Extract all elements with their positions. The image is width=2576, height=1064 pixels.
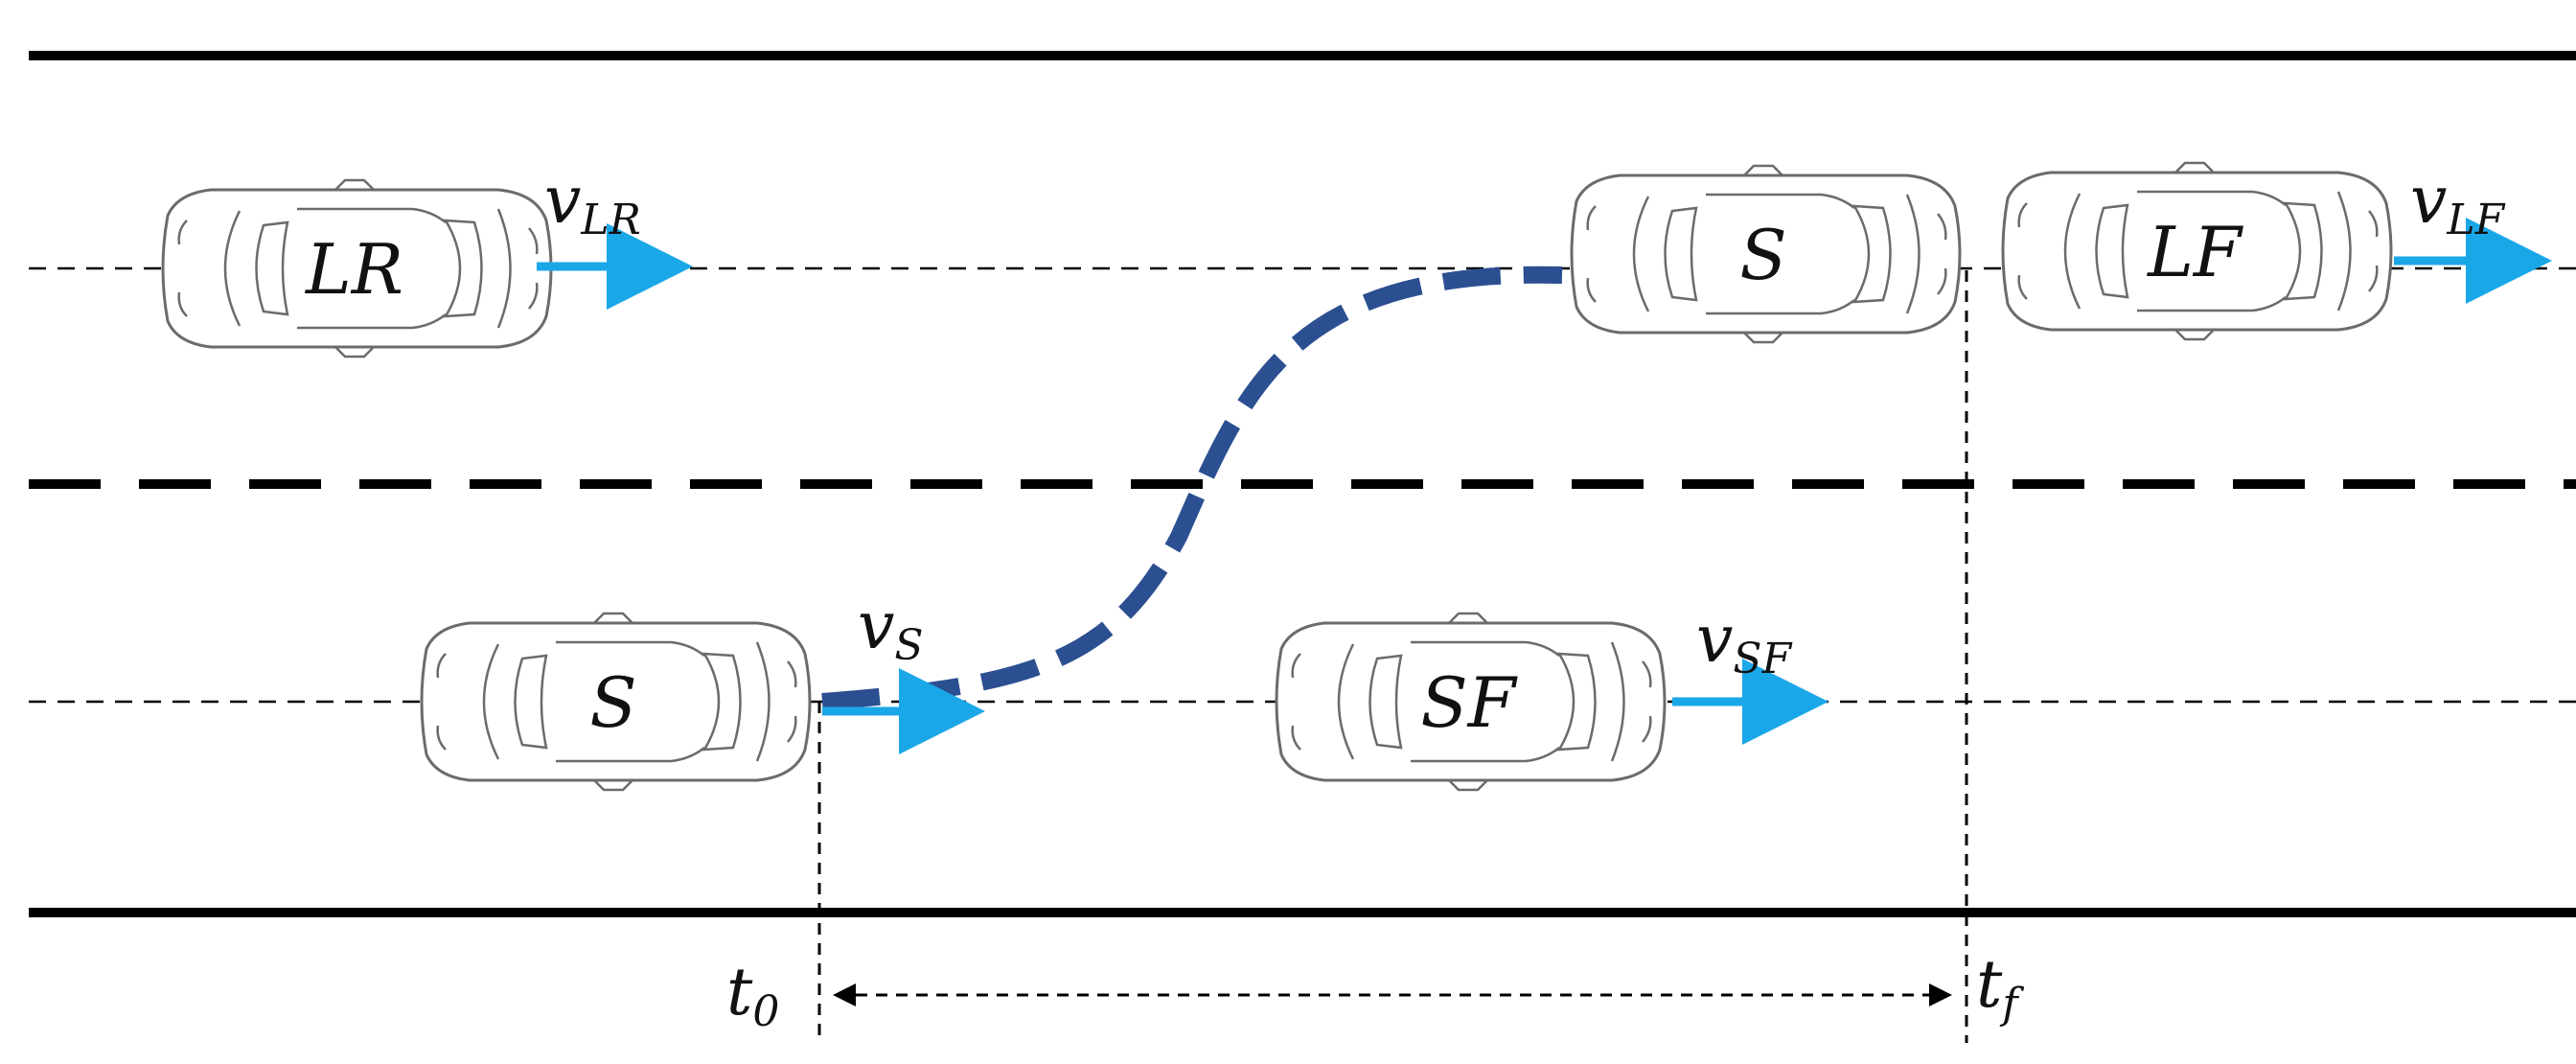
- lane-change-trajectory: [821, 266, 1563, 710]
- velocity-label-lr: vLR: [544, 163, 641, 244]
- time-label-tf: tf: [1976, 947, 2024, 1029]
- car-sf: SF: [1275, 612, 1667, 792]
- velocity-label-s: vS: [858, 589, 924, 670]
- car-lf: LF: [2001, 161, 2393, 341]
- car-lf-label: LF: [2146, 212, 2244, 292]
- car-s-final: S: [1570, 164, 1962, 344]
- velocity-label-sf: vSF: [1696, 602, 1793, 683]
- car-s-final-label: S: [1739, 215, 1786, 295]
- car-lr: LR: [161, 178, 553, 359]
- car-s-initial: S: [420, 612, 812, 792]
- car-s-initial-label: S: [589, 662, 636, 743]
- car-lr-label: LR: [304, 229, 403, 310]
- velocity-label-lf: vLF: [2410, 163, 2506, 244]
- time-label-t0: t0: [726, 955, 779, 1036]
- car-sf-label: SF: [1420, 662, 1518, 743]
